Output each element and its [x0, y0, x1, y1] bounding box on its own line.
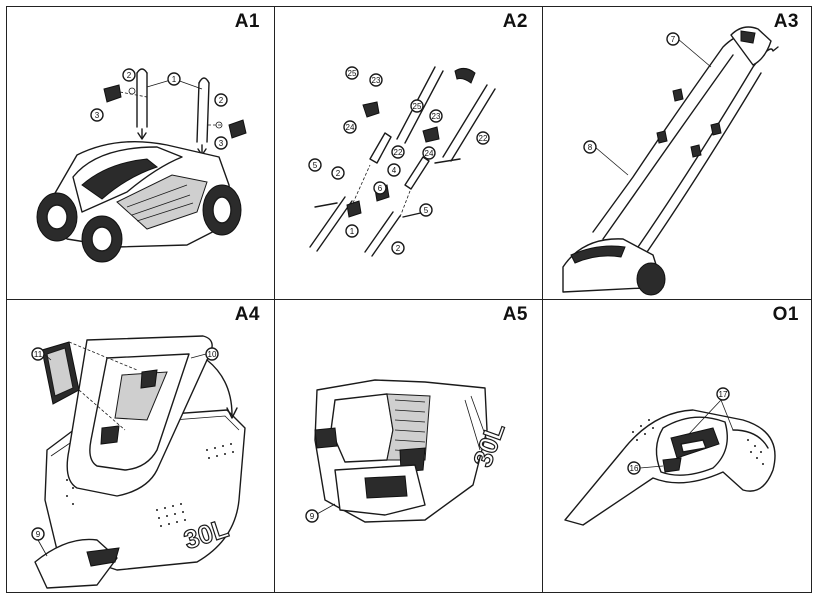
handle-tube	[196, 82, 210, 143]
panel-label: A4	[234, 304, 260, 325]
callout-label: 22	[479, 134, 488, 143]
callout-label: 22	[394, 148, 403, 157]
handle-assembly-illustration: 25 23 24 25 23 22 22 24 4 5 2 6 5 1 2	[308, 66, 496, 257]
panel-label: A5	[502, 304, 528, 325]
lower-handle-tube	[309, 196, 353, 252]
callout-label: 23	[432, 112, 441, 121]
assembled-handle-illustration: 7 8	[562, 26, 779, 296]
callout-label: 23	[372, 76, 381, 85]
callout-label: 2	[396, 244, 401, 253]
callout-label: 2	[219, 96, 224, 105]
handle-knob	[228, 119, 247, 139]
callout-label: 9	[36, 530, 41, 539]
handle-frame	[592, 35, 749, 233]
panel-o1: O1 17 16	[543, 300, 811, 592]
callout-label: 25	[348, 69, 357, 78]
grass-basket-assembly-illustration: 30L 11 10 9	[31, 335, 246, 589]
panel-label: A1	[234, 11, 260, 32]
callout-label: 2	[336, 169, 341, 178]
panel-label: A3	[773, 11, 799, 32]
handle-knob	[362, 101, 380, 118]
callout-label: 6	[378, 184, 383, 193]
panel-a4: A4 30L	[7, 300, 274, 592]
panel-label: A2	[502, 11, 528, 32]
handle-knob	[103, 84, 122, 103]
grid-divider	[6, 299, 812, 300]
callout-label: 10	[208, 350, 217, 359]
safety-button	[662, 457, 682, 473]
panel-a2: A2 25 23 24 25 23 22	[275, 7, 542, 299]
panel-a5: A5 30L 9	[275, 300, 542, 592]
handle-frame	[637, 46, 779, 248]
lower-handle-tube	[364, 211, 401, 257]
callout-label: 1	[350, 227, 355, 236]
basket-mesh-pattern	[66, 443, 234, 527]
callout-label: 1	[172, 75, 177, 84]
callout-label: 24	[346, 123, 355, 132]
callout-label: 25	[413, 102, 422, 111]
callout-label: 3	[95, 111, 100, 120]
callout-label: 5	[313, 161, 318, 170]
mower-body-illustration: 1 2 3 2 3	[36, 68, 247, 263]
panel-a1: A1	[7, 7, 274, 299]
basket-fitting-illustration: 30L 9	[305, 379, 511, 523]
panel-label: O1	[772, 304, 799, 325]
callout-label: 8	[588, 143, 593, 152]
callout-label: 3	[219, 139, 224, 148]
upper-handle-tube	[442, 84, 496, 162]
handle-controls-illustration: 17 16	[564, 387, 776, 526]
grip-texture	[632, 419, 764, 465]
callout-label: 2	[127, 71, 132, 80]
callout-label: 5	[424, 206, 429, 215]
callout-label: 24	[425, 149, 434, 158]
callouts: 25 23 24 25 23 22 22 24 4 5 2 6 5 1 2	[308, 66, 490, 255]
callout-label: 11	[34, 350, 43, 359]
callout-label: 7	[671, 35, 676, 44]
handle-tube	[136, 72, 148, 128]
callout-label: 9	[310, 512, 315, 521]
callout-label: 17	[719, 390, 728, 399]
handle-knob	[422, 126, 440, 143]
callout-label: 16	[630, 464, 639, 473]
panel-a3: A3 7 8	[543, 7, 811, 299]
callout-label: 4	[392, 166, 397, 175]
